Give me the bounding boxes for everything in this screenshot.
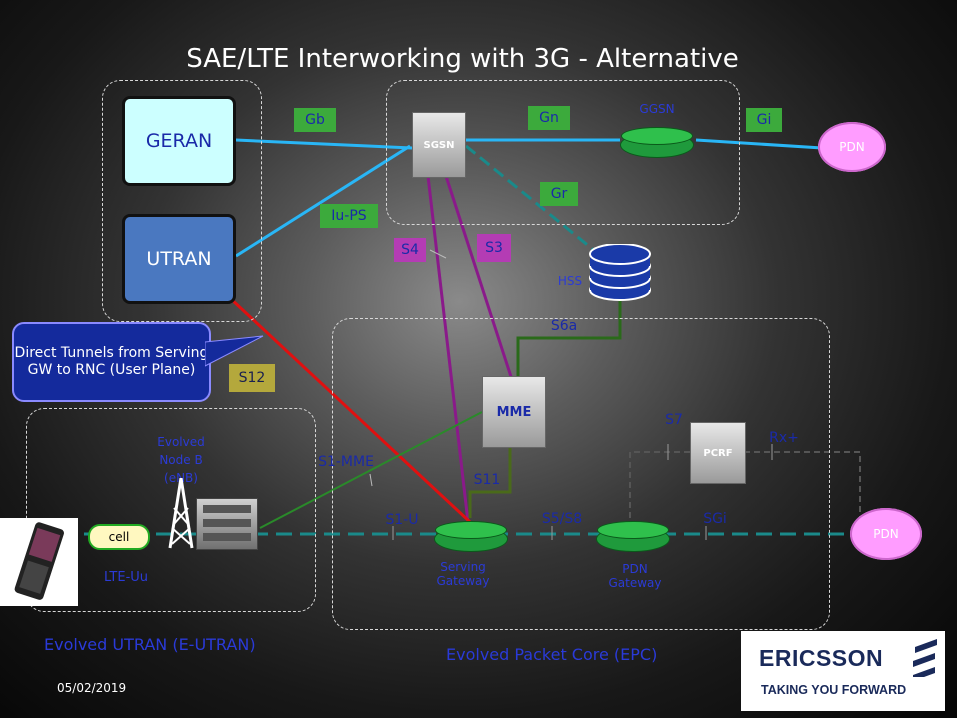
epc-caption: Evolved Packet Core (EPC)	[446, 645, 658, 664]
pdn-gateway-label: PDN Gateway	[608, 562, 662, 590]
pdn-cloud-top[interactable]: PDN	[818, 122, 886, 172]
mme-node[interactable]: MME	[482, 376, 546, 448]
sgi-label: SGi	[703, 511, 727, 527]
s11-link	[468, 446, 512, 518]
s5-s8-label: S5/S8	[541, 511, 583, 527]
geran-node[interactable]: GERAN	[122, 96, 236, 186]
s6a-link	[516, 296, 622, 380]
s4-tag: S4	[394, 238, 426, 262]
hss-label: HSS	[557, 274, 583, 288]
database-icon	[589, 243, 651, 301]
s4-link	[426, 175, 470, 523]
epc-region	[332, 318, 830, 630]
gn-tag: Gn	[528, 106, 570, 130]
s11-label: S11	[473, 472, 501, 488]
s1-mme-link	[259, 411, 483, 529]
gi-tag: Gi	[746, 108, 782, 132]
eutran-caption: Evolved UTRAN (E-UTRAN)	[44, 635, 256, 654]
sgsn-ggsn-region	[386, 80, 740, 225]
iu-ps-tag: Iu-PS	[320, 204, 378, 228]
s1-mme-label: S1-MME	[318, 454, 374, 470]
serving-gateway-label: Serving Gateway	[436, 560, 490, 588]
ggsn-label: GGSN	[639, 102, 675, 116]
callout-text: Direct Tunnels from Serving GW to RNC (U…	[14, 345, 209, 378]
lte-uu-label: LTE-Uu	[103, 570, 149, 585]
mme-label: MME	[496, 404, 532, 420]
gr-link	[465, 144, 597, 254]
s7-label: S7	[665, 412, 683, 428]
rx-label: Rx+	[769, 430, 799, 446]
footer-date: 05/02/2019	[57, 681, 127, 695]
phone-icon	[14, 522, 64, 600]
page-title: SAE/LTE Interworking with 3G - Alternati…	[186, 44, 739, 74]
rx-link	[744, 451, 861, 520]
gb-tag: Gb	[294, 108, 336, 132]
cell-label: cell	[108, 530, 130, 544]
s1-u-label: S1-U	[385, 512, 419, 528]
direct-tunnel-callout: Direct Tunnels from Serving GW to RNC (U…	[12, 322, 211, 402]
ggsn-node[interactable]	[620, 127, 694, 158]
enodeb-server-icon[interactable]	[196, 498, 258, 550]
logo-wordmark: ERICSSON	[759, 645, 884, 671]
hss-node[interactable]	[588, 243, 652, 301]
eutran-region	[26, 408, 316, 612]
gi-link	[695, 138, 823, 150]
sgsn-label: SGSN	[423, 139, 455, 151]
pcrf-label: PCRF	[703, 447, 733, 459]
pcrf-node[interactable]: PCRF	[690, 422, 746, 484]
pdn-cloud-bottom[interactable]: PDN	[850, 508, 922, 560]
sgsn-node[interactable]: SGSN	[412, 112, 466, 178]
callout-pointer	[205, 335, 264, 367]
utran-node[interactable]: UTRAN	[122, 214, 236, 304]
geran-utran-region	[102, 80, 262, 322]
logo-tagline: TAKING YOU FORWARD	[761, 683, 907, 697]
pdn-top-label: PDN	[839, 140, 865, 154]
gr-tag: Gr	[540, 182, 578, 206]
pdn-bottom-label: PDN	[873, 527, 899, 541]
s3-tag: S3	[477, 234, 511, 262]
serving-gateway-node[interactable]	[434, 521, 508, 552]
pdn-gateway-node[interactable]	[596, 521, 670, 552]
gb-link	[235, 138, 413, 150]
s12-tag: S12	[229, 364, 275, 392]
s3-link	[444, 175, 516, 387]
ericsson-mark-icon	[913, 639, 937, 677]
s6a-label: S6a	[550, 318, 578, 334]
pcrf-gw-link	[629, 451, 690, 522]
cell-badge: cell	[88, 524, 150, 550]
iu-ps-link	[235, 144, 411, 258]
mobile-phone-image	[0, 518, 78, 606]
s12-link	[228, 296, 472, 524]
antenna-tower-icon	[168, 478, 194, 549]
ericsson-logo: ERICSSON TAKING YOU FORWARD	[741, 631, 945, 711]
